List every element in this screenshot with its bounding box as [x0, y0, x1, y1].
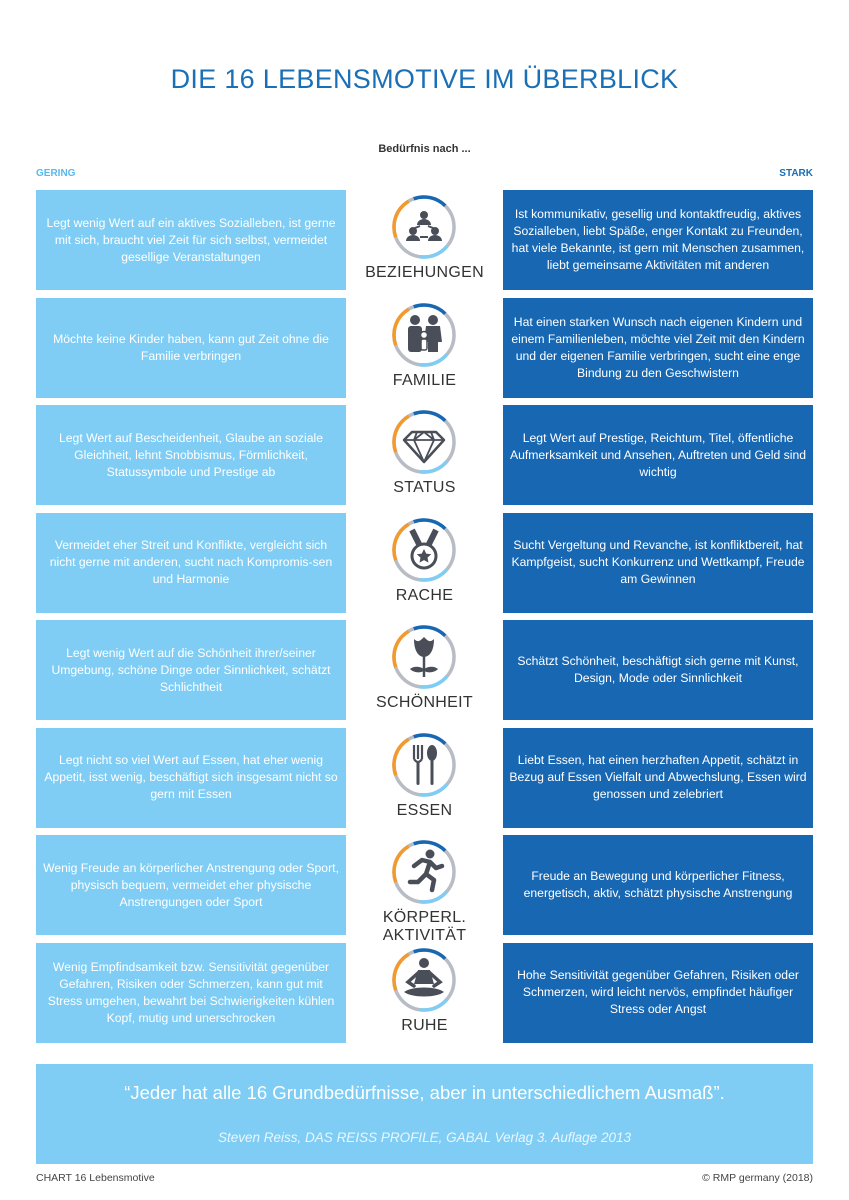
motive-high-text: Ist kommunikativ, gesellig und kontaktfr… [503, 190, 813, 290]
motive-center: FAMILIE [346, 298, 503, 398]
family-icon [390, 301, 458, 369]
motive-low-text: Vermeidet eher Streit und Konflikte, ver… [36, 512, 346, 613]
motive-row: Wenig Empfindsamkeit bzw. Sensitivität g… [0, 942, 849, 1043]
footer-copyright: © RMP germany (2018) [702, 1172, 813, 1184]
scale-low-label: GERING [36, 168, 76, 179]
footer-chart-name: CHART 16 Lebensmotive [36, 1172, 155, 1184]
quote-box: “Jeder hat alle 16 Grundbedürfnisse, abe… [36, 1064, 813, 1164]
motive-label: SCHÖNHEIT [376, 694, 473, 711]
motive-row: Legt Wert auf Bescheidenheit, Glaube an … [0, 405, 849, 505]
motive-high-text: Legt Wert auf Prestige, Reichtum, Titel,… [503, 405, 813, 505]
motive-center: RACHE [346, 513, 503, 613]
motive-label: RACHE [395, 586, 454, 604]
motive-label: BEZIEHUNGEN [365, 264, 484, 281]
motive-low-text: Legt wenig Wert auf ein aktives Sozialle… [36, 190, 346, 290]
motive-label: STATUS [393, 479, 456, 496]
motive-label: ESSEN [396, 801, 453, 819]
medal-icon [390, 516, 458, 584]
motive-row: Legt wenig Wert auf die Schönheit ihrer/… [0, 620, 849, 720]
motive-high-text: Freude an Bewegung und körperlicher Fitn… [503, 835, 813, 935]
motive-high-text: Hat einen starken Wunsch nach eigenen Ki… [503, 297, 813, 398]
motive-center: BEZIEHUNGEN [346, 190, 503, 290]
motive-row: Legt nicht so viel Wert auf Essen, hat e… [0, 727, 849, 828]
motive-row: Vermeidet eher Streit und Konflikte, ver… [0, 512, 849, 613]
subheading: Bedürfnis nach ... [378, 143, 471, 155]
motive-label: RUHE [401, 1016, 448, 1034]
motive-row: Möchte keine Kinder haben, kann gut Zeit… [0, 297, 849, 398]
motive-low-text: Legt wenig Wert auf die Schönheit ihrer/… [36, 620, 346, 720]
motive-low-text: Legt Wert auf Bescheidenheit, Glaube an … [36, 405, 346, 505]
motive-high-text: Schätzt Schönheit, beschäftigt sich gern… [503, 620, 813, 720]
meditation-icon [390, 946, 458, 1014]
runner-icon [390, 838, 458, 906]
motive-center: SCHÖNHEIT [346, 620, 503, 720]
motive-low-text: Legt nicht so viel Wert auf Essen, hat e… [36, 727, 346, 828]
rose-icon [390, 623, 458, 691]
motive-high-text: Liebt Essen, hat einen herzhaften Appeti… [503, 727, 813, 828]
motive-center: STATUS [346, 405, 503, 505]
people-network-icon [390, 193, 458, 261]
page-title: DIE 16 LEBENSMOTIVE IM ÜBERBLICK [170, 64, 679, 94]
motive-high-text: Hohe Sensitivität gegenüber Gefahren, Ri… [503, 942, 813, 1043]
fork-spoon-icon [390, 731, 458, 799]
motive-center: RUHE [346, 943, 503, 1043]
motive-row: Wenig Freude an körperlicher Anstrengung… [0, 835, 849, 944]
quote-source: Steven Reiss, DAS REISS PROFILE, GABAL V… [218, 1130, 631, 1145]
motive-low-text: Wenig Empfindsamkeit bzw. Sensitivität g… [36, 942, 346, 1043]
motive-low-text: Möchte keine Kinder haben, kann gut Zeit… [36, 297, 346, 398]
quote-text: “Jeder hat alle 16 Grundbedürfnisse, abe… [124, 1082, 725, 1103]
diamond-icon [390, 408, 458, 476]
motive-center: ESSEN [346, 728, 503, 828]
scale-high-label: STARK [779, 168, 813, 179]
motive-low-text: Wenig Freude an körperlicher Anstrengung… [36, 835, 346, 935]
motive-row: Legt wenig Wert auf ein aktives Sozialle… [0, 190, 849, 290]
motive-label: FAMILIE [392, 371, 457, 389]
motive-high-text: Sucht Vergeltung und Revanche, ist konfl… [503, 512, 813, 613]
motive-label: KÖRPERL. AKTIVITÄT [382, 909, 467, 944]
motive-center: KÖRPERL. AKTIVITÄT [346, 835, 503, 944]
